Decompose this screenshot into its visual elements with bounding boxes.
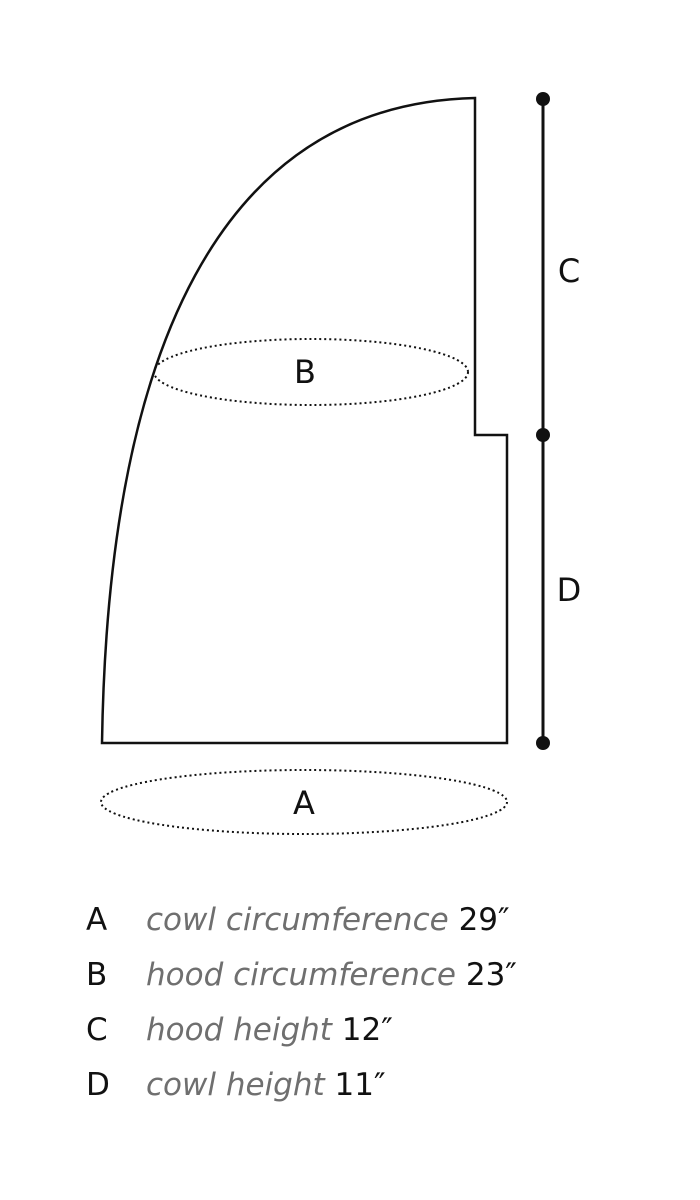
label-a: A bbox=[293, 784, 315, 822]
hood-circumference-ellipse bbox=[153, 338, 469, 406]
legend-letter: A bbox=[86, 902, 108, 938]
legend-description: hood circumference bbox=[146, 957, 456, 993]
legend-value: 29″ bbox=[458, 902, 510, 938]
legend-value: 12″ bbox=[341, 1012, 393, 1048]
measure-dot-middle bbox=[536, 428, 550, 442]
measure-dot-bottom bbox=[536, 736, 550, 750]
label-b: B bbox=[294, 353, 316, 391]
legend-value: 11″ bbox=[334, 1067, 386, 1103]
cowl-circumference-ellipse bbox=[100, 769, 508, 835]
measure-dot-top bbox=[536, 92, 550, 106]
legend-letter: B bbox=[86, 957, 108, 993]
legend-value: 23″ bbox=[465, 957, 517, 993]
label-d: D bbox=[557, 571, 582, 609]
legend-description: cowl circumference bbox=[146, 902, 449, 938]
legend-letter: C bbox=[86, 1012, 108, 1048]
garment-outline bbox=[100, 96, 509, 745]
label-c: C bbox=[558, 252, 580, 290]
legend-letter: D bbox=[86, 1067, 110, 1103]
legend-description: cowl height bbox=[146, 1067, 325, 1103]
legend-description: hood height bbox=[146, 1012, 332, 1048]
